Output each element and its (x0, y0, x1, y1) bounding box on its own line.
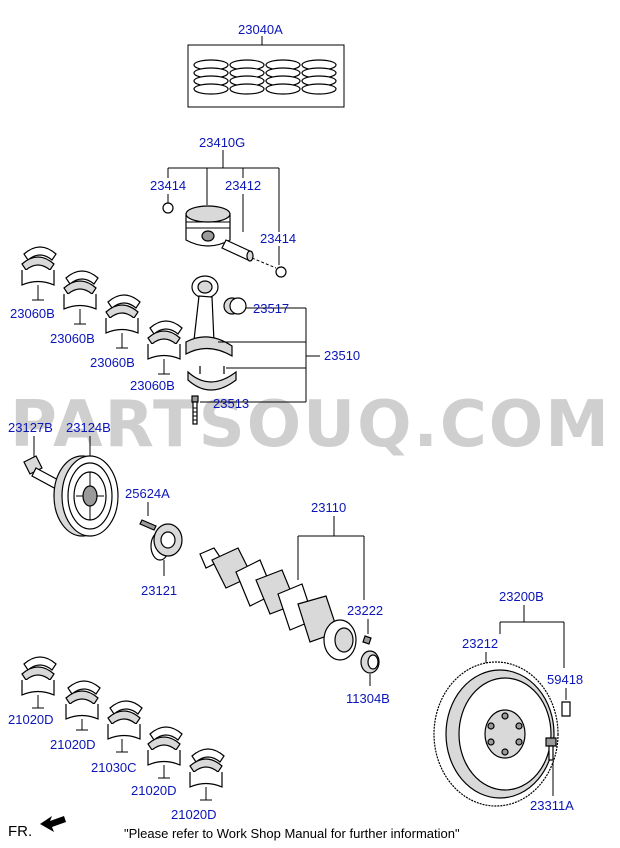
label-sprocket[interactable]: 23121 (141, 583, 177, 598)
rod-bearing-3: 23060B (90, 294, 141, 370)
watermark: PARTSOUQ.COM (10, 388, 611, 462)
label-rod-bearing-3[interactable]: 23060B (90, 355, 135, 370)
label-dowel[interactable]: 59418 (547, 672, 583, 687)
label-flywheel-bolt[interactable]: 23311A (530, 798, 574, 813)
footnote: "Please refer to Work Shop Manual for fu… (124, 826, 460, 841)
rod-bearing-4: 23060B (130, 320, 183, 393)
label-rod-bearing-4[interactable]: 23060B (130, 378, 175, 393)
label-pulley-bolt[interactable]: 23127B (8, 420, 53, 435)
main-bearing-2: 21020D (50, 680, 101, 752)
label-bushing[interactable]: 23517 (253, 301, 289, 316)
rod-cap (187, 366, 237, 391)
thrust-bearing: 21030C (91, 700, 143, 775)
snap-ring-left (162, 202, 174, 214)
bushing (223, 297, 247, 315)
piston-group: 23410G 23414 23412 23414 (150, 135, 296, 278)
piston-pin (221, 239, 254, 262)
label-snap-ring-left[interactable]: 23414 (150, 178, 186, 193)
label-crankshaft[interactable]: 23110 (311, 500, 346, 515)
crank-sprocket (150, 523, 183, 561)
crankshaft (199, 547, 357, 661)
ring-stack-4 (301, 59, 337, 95)
snap-ring-right (275, 266, 287, 278)
label-main-bearing-1[interactable]: 21020D (8, 712, 54, 727)
rod-bolt (191, 395, 199, 425)
label-ring-set[interactable]: 23040A (238, 22, 283, 37)
front-arrow-icon (40, 816, 66, 832)
label-con-rod-assy[interactable]: 23510 (324, 348, 360, 363)
direction-label: FR. (8, 823, 32, 840)
label-piston-pin[interactable]: 23412 (225, 178, 261, 193)
main-bearing-3: 21020D (131, 726, 183, 798)
label-main-bearing-2[interactable]: 21020D (50, 737, 96, 752)
rod-bearing-1: 23060B (10, 246, 57, 321)
label-damper-pulley[interactable]: 23124B (66, 420, 111, 435)
ring-stack-2 (229, 59, 265, 95)
label-snap-ring-right[interactable]: 23414 (260, 231, 296, 246)
label-main-bearing-4[interactable]: 21020D (171, 807, 217, 822)
flywheel (433, 661, 559, 807)
connecting-rod (185, 275, 233, 358)
label-thrust-bearing[interactable]: 21030C (91, 760, 137, 775)
sprocket-group: 25624A 23121 (125, 486, 183, 598)
label-oil-seal[interactable]: 11304B (346, 691, 390, 706)
dowel (561, 701, 571, 717)
label-pin[interactable]: 23222 (347, 603, 383, 618)
main-bearing-4: 21020D (171, 748, 225, 822)
ring-stack-1 (193, 59, 229, 95)
label-rod-bolt[interactable]: 23513 (213, 396, 249, 411)
label-flywheel-assy[interactable]: 23200B (499, 589, 544, 604)
label-key[interactable]: 25624A (125, 486, 170, 501)
key (139, 519, 157, 531)
crankshaft-group: 23110 23222 11304B (199, 500, 390, 706)
label-main-bearing-3[interactable]: 21020D (131, 783, 177, 798)
label-ring-gear[interactable]: 23212 (462, 636, 498, 651)
oil-seal (360, 650, 380, 674)
ring-set-box (187, 44, 345, 108)
label-rod-bearing-1[interactable]: 23060B (10, 306, 55, 321)
flywheel-group: 23200B 23212 59418 23311A (433, 589, 583, 813)
damper-pulley (53, 455, 119, 537)
piston (185, 205, 231, 247)
ring-stack-3 (265, 59, 301, 95)
piston-ring-set-group: 23040A (187, 22, 345, 108)
rod-bearing-2: 23060B (50, 270, 99, 346)
pulley-group: 23127B 23124B (8, 420, 119, 537)
label-rod-bearing-2[interactable]: 23060B (50, 331, 95, 346)
pin (362, 635, 372, 645)
main-bearing-1: 21020D (8, 656, 57, 727)
connecting-rod-group: 23517 23510 23513 (185, 275, 360, 425)
flywheel-bolt (545, 737, 557, 761)
label-piston[interactable]: 23410G (199, 135, 245, 150)
